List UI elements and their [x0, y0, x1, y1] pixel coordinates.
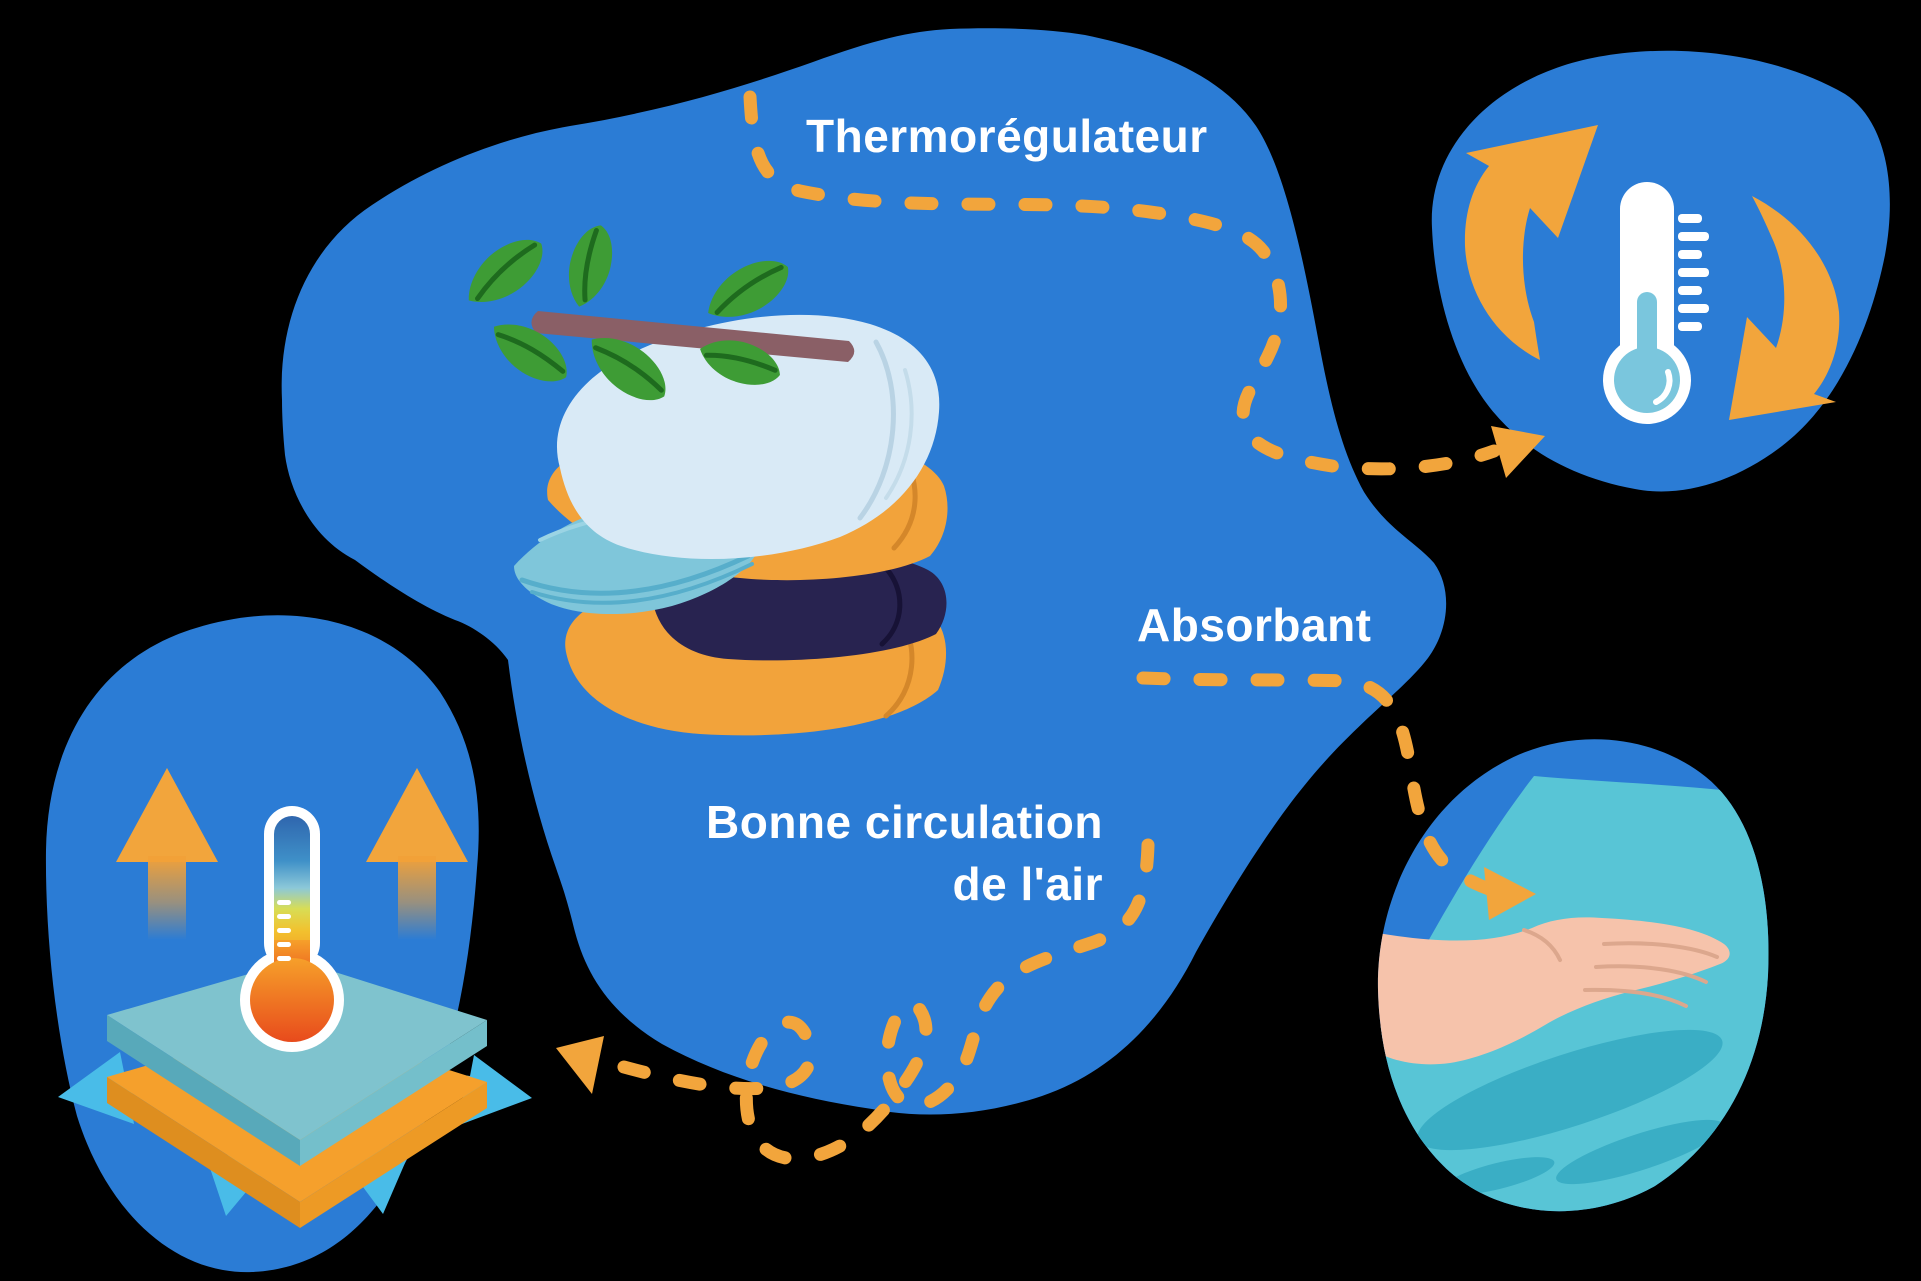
- leaf: [700, 340, 780, 385]
- absorbent-blob-group: [1377, 739, 1769, 1212]
- leaf: [568, 225, 613, 307]
- label-air-circulation-line1: Bonne circulation: [706, 796, 1103, 848]
- leaf: [591, 338, 666, 401]
- connector-thermoregulator: [743, 90, 1501, 476]
- towel-light-fold-1: [857, 339, 896, 521]
- leaf: [493, 324, 567, 382]
- air-circulation-blob-group: [45, 615, 532, 1273]
- thermometer-cycle-icon: [1464, 125, 1840, 424]
- heat-up-arrow-left-icon: [116, 768, 218, 940]
- thermometer-bulb-gloss: [1653, 369, 1673, 405]
- plant-branch-icon: [468, 225, 855, 401]
- branch-stem: [531, 311, 855, 362]
- heat-up-arrow-right-icon: [366, 768, 468, 940]
- heat-release-layers-icon: [58, 768, 532, 1228]
- dashed-connectors: [599, 90, 1501, 1166]
- label-absorbent: Absorbant: [1137, 599, 1372, 651]
- label-air-circulation-line2: de l'air: [953, 858, 1103, 910]
- folded-cloth-fold-2: [530, 562, 754, 605]
- hand-finger-lines: [1522, 928, 1719, 1008]
- hand-shape: [1377, 917, 1730, 1065]
- leaf: [468, 239, 543, 302]
- leaf: [708, 260, 789, 317]
- towel-navy-fold: [879, 565, 903, 647]
- thermoregulation-blob-group: [1431, 50, 1890, 492]
- arrowhead-thermoregulator-icon: [1491, 426, 1545, 478]
- arrowhead-absorbent-icon: [1484, 867, 1536, 920]
- cycle-arrow-down-icon: [1729, 196, 1840, 420]
- thermometer-scale-ticks: [1678, 214, 1709, 331]
- label-thermoregulator: Thermorégulateur: [806, 110, 1208, 162]
- main-blob-group: Thermorégulateur Absorbant Bonne circula…: [281, 28, 1447, 1115]
- hot-thermometer-ticks: [277, 900, 291, 961]
- connector-absorbent: [1136, 671, 1496, 896]
- towel-light-fold-2: [884, 368, 914, 500]
- connector-arrowheads: [556, 426, 1545, 1094]
- hot-thermometer-icon: [240, 806, 344, 1052]
- connector-air-circulation: [599, 838, 1155, 1166]
- cycle-arrow-up-icon: [1464, 125, 1598, 360]
- fabric-waves: [1417, 1029, 1724, 1195]
- arrowhead-air-circulation-icon: [556, 1036, 604, 1094]
- folded-cloth-fold-1: [519, 553, 751, 596]
